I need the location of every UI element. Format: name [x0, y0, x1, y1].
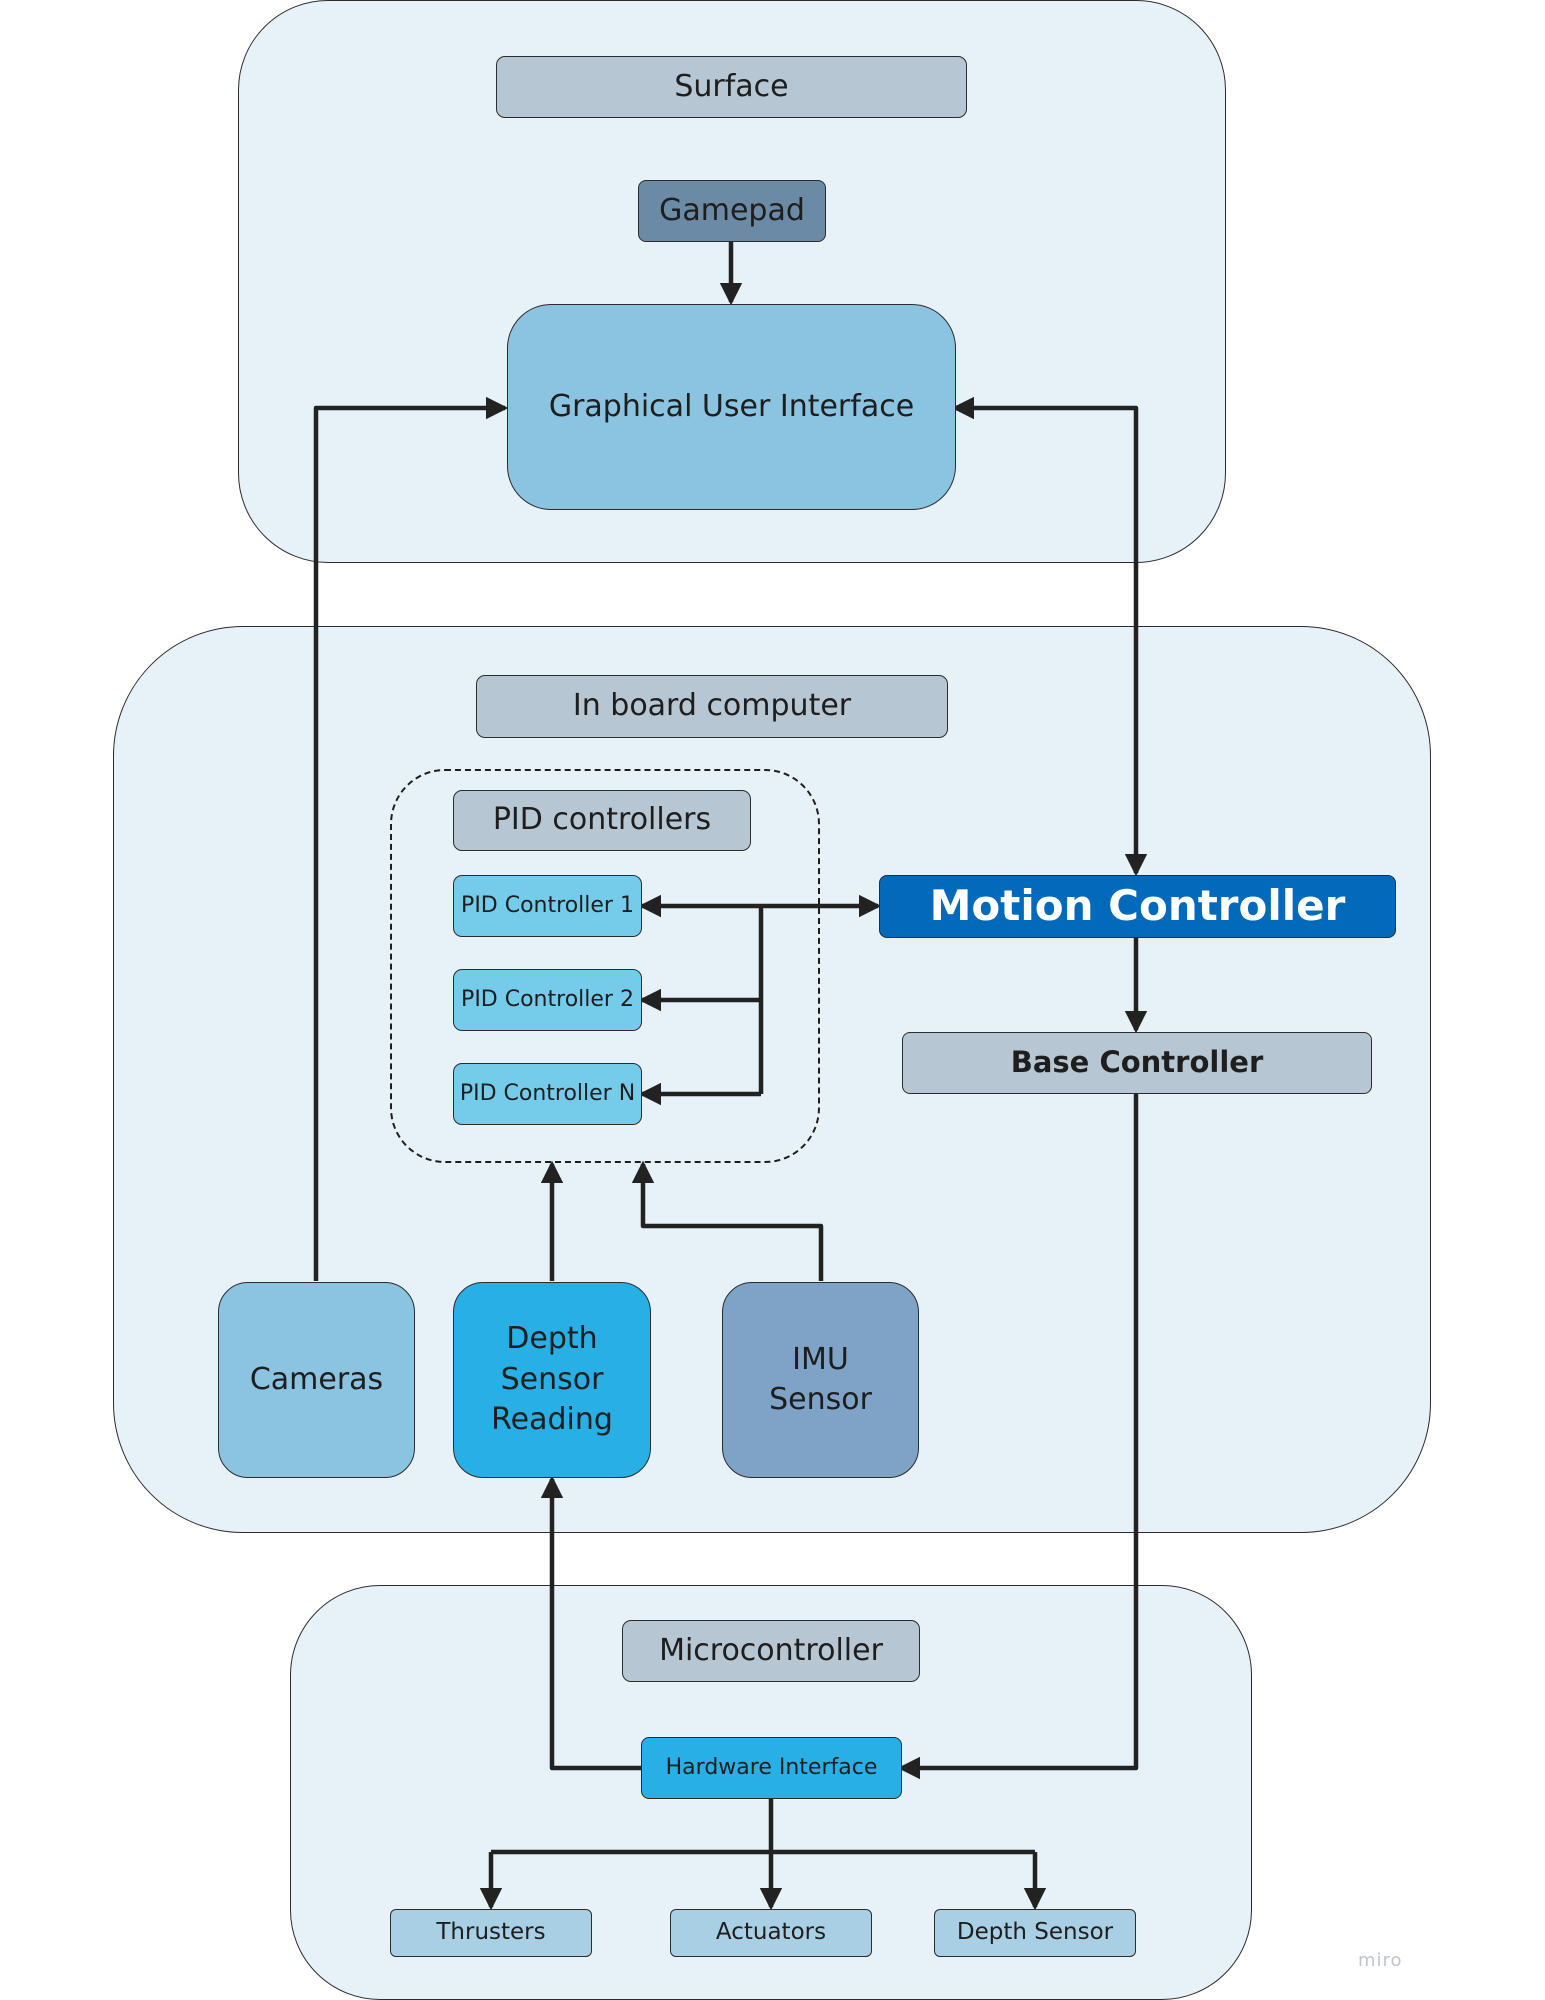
depth-sensor-reading-label: Depth Sensor Reading [491, 1321, 613, 1438]
motion-controller-node: Motion Controller [879, 875, 1396, 938]
pid-controller-2-node: PID Controller 2 [453, 969, 642, 1031]
hardware-interface-node: Hardware Interface [641, 1737, 902, 1799]
edge-cameras-gui [313, 396, 509, 1281]
edge-hardware-bus [491, 1799, 1035, 1855]
base-controller-node: Base Controller [902, 1032, 1372, 1094]
miro-watermark: miro [1358, 1950, 1403, 1971]
pid-controllers-group [390, 769, 820, 1163]
edge-base-hardware [897, 1094, 1139, 1780]
onboard-computer-label: In board computer [476, 675, 948, 738]
imu-sensor-label: IMU Sensor [769, 1341, 872, 1418]
graphical-user-interface-node: Graphical User Interface [507, 304, 956, 510]
depth-sensor-reading-node: Depth Sensor Reading [453, 1282, 651, 1478]
pid-controller-1-node: PID Controller 1 [453, 875, 642, 937]
depth-sensor-node: Depth Sensor [934, 1909, 1136, 1957]
edge-hardware-depth [540, 1475, 641, 1771]
edge-imu-pid [631, 1160, 824, 1281]
gamepad-node: Gamepad [638, 180, 826, 242]
microcontroller-label: Microcontroller [622, 1620, 920, 1682]
actuators-node: Actuators [670, 1909, 872, 1957]
edge-gui-motion [951, 396, 1148, 877]
surface-label: Surface [496, 56, 967, 118]
cameras-node: Cameras [218, 1282, 415, 1478]
pid-controller-n-node: PID Controller N [453, 1063, 642, 1125]
pid-controllers-label: PID controllers [453, 790, 751, 851]
imu-sensor-node: IMU Sensor [722, 1282, 919, 1478]
thrusters-node: Thrusters [390, 1909, 592, 1957]
